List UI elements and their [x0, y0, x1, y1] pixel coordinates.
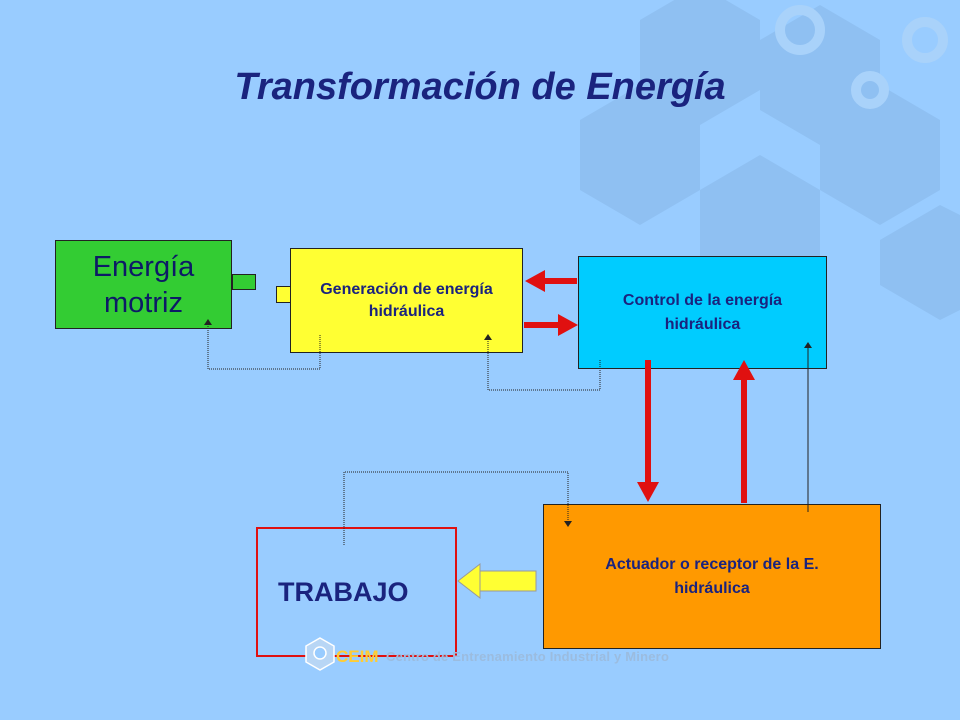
footer-branding: CEIM Centro de Entrenamiento Industrial …	[302, 636, 669, 676]
ceim-logo-text: CEIM	[336, 647, 379, 666]
actuador-receptor-box: Actuador o receptor de la E. hidráulica	[543, 504, 881, 649]
control-energia-hidraulica-box: Control de la energía hidráulica	[578, 256, 827, 369]
trabajo-box: TRABAJO	[256, 527, 457, 657]
generacion-connector-stub	[276, 286, 291, 303]
generacion-energia-hidraulica-box: Generación de energía hidráulica	[290, 248, 523, 353]
page-title: Transformación de Energía	[234, 66, 726, 108]
motriz-connector-stub	[232, 274, 256, 290]
energia-motriz-box: Energía motriz	[55, 240, 232, 329]
ceim-logo-icon: CEIM	[305, 637, 379, 671]
footer-text: Centro de Entrenamiento Industrial y Min…	[386, 648, 670, 664]
actuador-label: Actuador o receptor de la E. hidráulica	[605, 555, 833, 597]
energia-motriz-label: Energía motriz	[92, 250, 195, 319]
generacion-label: Generación de energía hidráulica	[320, 280, 493, 320]
control-label: Control de la energía hidráulica	[622, 291, 783, 333]
trabajo-label: TRABAJO	[278, 576, 409, 607]
